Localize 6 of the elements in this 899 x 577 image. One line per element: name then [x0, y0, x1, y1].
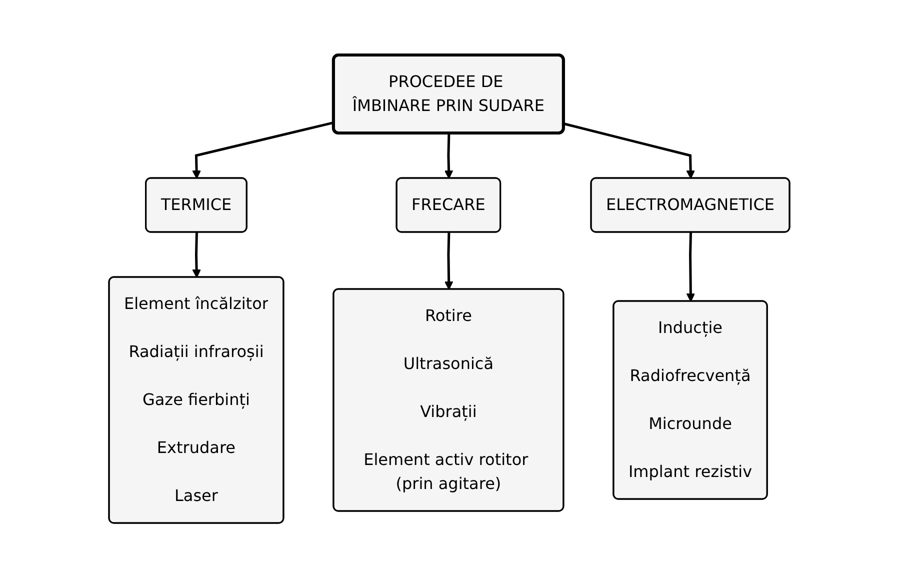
arrow — [192, 232, 202, 278]
arrow — [686, 232, 696, 302]
arrow — [564, 122, 696, 178]
arrow — [444, 132, 454, 178]
arrow — [444, 232, 454, 290]
arrow — [192, 120, 334, 178]
